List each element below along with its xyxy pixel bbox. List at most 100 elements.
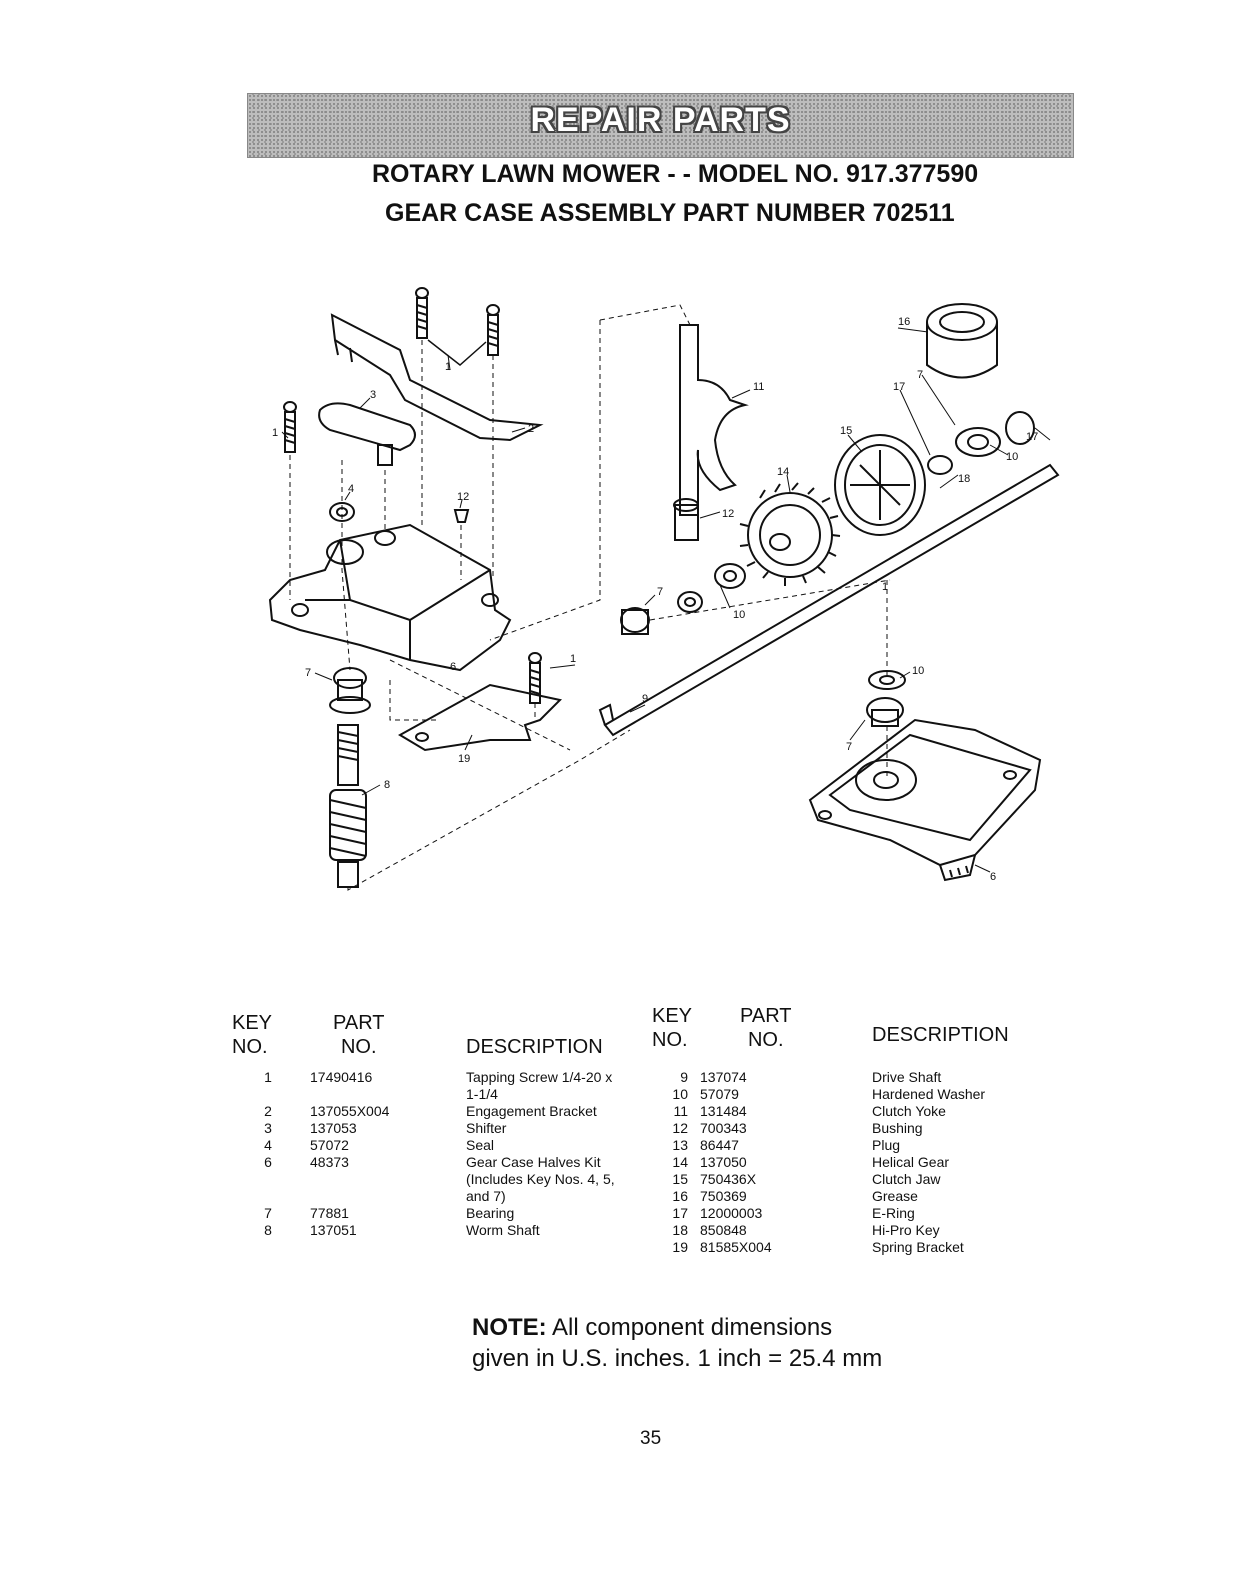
callout-6: 6 [990, 871, 996, 883]
table-cell: 750436X [700, 1171, 757, 1187]
table-cell: 4 [264, 1137, 272, 1153]
note-line2: given in U.S. inches. 1 inch = 25.4 mm [472, 1345, 883, 1372]
table-cell: 3 [264, 1120, 272, 1136]
callout-16: 16 [898, 316, 910, 328]
gear-case-lower [808, 718, 1042, 882]
callout-9: 9 [642, 693, 648, 705]
callout-7: 7 [846, 741, 852, 753]
table-cell: 48373 [310, 1154, 349, 1170]
table-cell: 137053 [310, 1120, 357, 1136]
helical-gear [739, 482, 841, 586]
table-cell: 1 [264, 1069, 272, 1085]
screw-middle [528, 652, 542, 704]
callout-7: 7 [305, 667, 311, 679]
repair-parts-banner: REPAIR PARTS [247, 93, 1074, 158]
table-cell: 17 [672, 1205, 688, 1221]
callout-1: 1 [272, 427, 278, 439]
table-cell: Gear Case Halves Kit [466, 1154, 601, 1170]
table-cell: Spring Bracket [872, 1239, 964, 1255]
table-cell: 77881 [310, 1205, 349, 1221]
callout-6: 6 [450, 661, 456, 673]
right-part-column: 137074 57079 131484 700343 86447 137050 … [700, 1069, 772, 1256]
worm-shaft [329, 724, 367, 888]
table-cell: 850848 [700, 1222, 747, 1238]
table-cell: 16 [672, 1188, 688, 1204]
note-label: NOTE: [472, 1314, 547, 1341]
gear-case-upper [268, 523, 512, 672]
table-cell [258, 1171, 278, 1188]
table-cell: 86447 [700, 1137, 739, 1153]
header-part-no: PART NO. [333, 1012, 385, 1058]
seal [329, 502, 355, 522]
table-cell [310, 1086, 389, 1103]
table-cell: 57072 [310, 1137, 349, 1153]
assembly-title: GEAR CASE ASSEMBLY PART NUMBER 702511 [385, 199, 955, 227]
table-cell: Clutch Jaw [872, 1171, 941, 1187]
table-cell: 6 [264, 1154, 272, 1170]
table-cell: 15 [672, 1171, 688, 1187]
table-cell: 7 [264, 1205, 272, 1221]
callout-18: 18 [958, 473, 970, 485]
callout-1: 1 [445, 361, 451, 373]
table-cell: 700343 [700, 1120, 747, 1136]
callout-12: 12 [457, 491, 469, 503]
note-line1: All component dimensions [552, 1314, 833, 1341]
dimension-note: NOTE: All component dimensions given in … [472, 1312, 882, 1374]
table-cell: 8 [264, 1222, 272, 1238]
screw-top-right [486, 304, 500, 356]
callout-10: 10 [1006, 451, 1018, 463]
table-cell: 17490416 [310, 1069, 373, 1085]
table-cell: Bushing [872, 1120, 923, 1136]
plug-16 [926, 303, 998, 379]
bushing [674, 504, 699, 541]
table-cell: Drive Shaft [872, 1069, 942, 1085]
screw-left [283, 401, 297, 453]
table-cell: 12 [672, 1120, 688, 1136]
callout-3: 3 [370, 389, 376, 401]
callout-12: 12 [722, 508, 734, 520]
callout-8: 8 [384, 779, 390, 791]
callout-19: 19 [458, 753, 470, 765]
engagement-bracket [330, 313, 544, 442]
callout-14: 14 [777, 466, 789, 478]
bearing-mid [620, 607, 650, 633]
banner-title: REPAIR PARTS [530, 101, 791, 139]
exploded-parts-diagram: 1 3 2 1 4 12 7 6 1 8 19 11 12 14 16 15 1… [268, 287, 1060, 891]
table-cell [258, 1188, 278, 1205]
callout-4: 4 [348, 483, 354, 495]
bearing-right [866, 697, 904, 723]
spring-bracket [398, 683, 563, 752]
clutch-yoke [679, 324, 749, 516]
callout-17: 17 [893, 381, 905, 393]
table-cell: Worm Shaft [466, 1222, 540, 1238]
table-cell: Engagement Bracket [466, 1103, 597, 1119]
model-title: ROTARY LAWN MOWER - - MODEL NO. 917.3775… [372, 160, 979, 188]
table-cell: 131484 [700, 1103, 747, 1119]
callout-17: 17 [1026, 431, 1038, 443]
left-description-column: Tapping Screw 1/4-20 x 1-1/4 Engagement … [466, 1069, 615, 1239]
header-description: DESCRIPTION [466, 1036, 603, 1058]
table-cell: Bearing [466, 1205, 515, 1221]
table-cell: Shifter [466, 1120, 507, 1136]
left-part-column: 17490416 137055X004 137053 57072 48373 7… [310, 1069, 389, 1239]
table-cell: Grease [872, 1188, 918, 1204]
callout-7: 7 [917, 369, 923, 381]
table-cell: Seal [466, 1137, 495, 1153]
left-key-column: 1 2 3 4 6 7 8 [258, 1069, 278, 1239]
table-cell: Tapping Screw 1/4-20 x [466, 1069, 613, 1085]
table-cell: 137051 [310, 1222, 357, 1238]
table-cell: 11 [673, 1103, 688, 1119]
table-cell: 81585X004 [700, 1239, 772, 1255]
table-cell: 14 [672, 1154, 688, 1170]
callout-1: 1 [570, 653, 576, 665]
header-part-no-right: PART NO. [740, 1005, 792, 1051]
table-cell: 10 [672, 1086, 688, 1102]
callout-7: 7 [657, 586, 663, 598]
table-cell: (Includes Key Nos. 4, 5, [466, 1171, 615, 1187]
table-cell: 12000003 [700, 1205, 763, 1221]
clutch-jaw [834, 434, 926, 536]
table-cell: and 7) [466, 1188, 506, 1204]
table-cell: 13 [672, 1137, 688, 1153]
screw-top-left [415, 287, 429, 339]
drive-shaft [603, 463, 1060, 737]
